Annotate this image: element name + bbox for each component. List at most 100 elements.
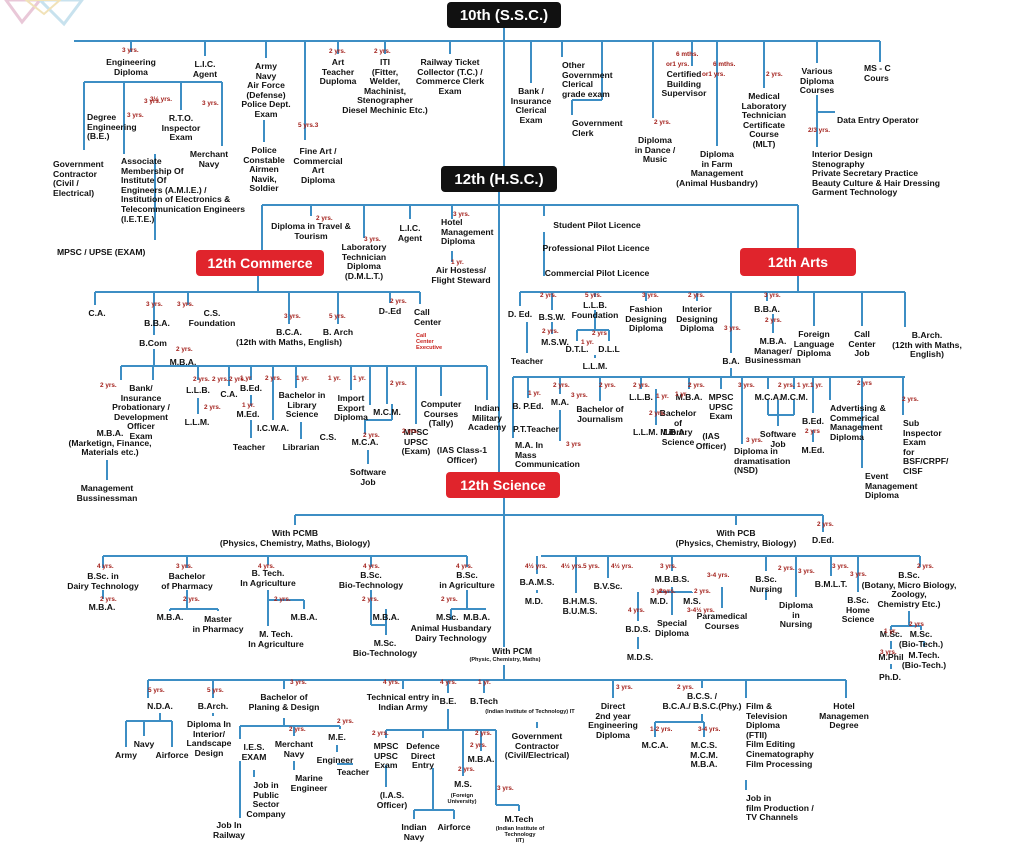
career-node: With PCM [491,646,533,656]
duration-label: 2 yrs. [390,380,407,387]
duration-label: 1 yr. [353,375,366,382]
career-node: Air Hostess/ Flight Steward [431,265,491,285]
duration-label: 1 yr [240,375,252,382]
career-node: Bachelor of Pharmacy [161,571,213,591]
career-node: Master in Pharmacy [192,614,244,634]
career-node: Army Navy Air Force (Defense) Police Dep… [241,61,291,119]
career-node: Diploma in Farm Management (Animal Husba… [676,149,758,188]
career-node: B.Ed. [802,416,824,426]
career-node: M.C.S. M.C.M. M.B.A. [690,740,718,770]
career-node: M.D. [524,596,544,606]
career-node: Film & Television Diploma (FTII) Film Ed… [746,701,814,769]
career-node: D-.Ed [378,306,402,316]
career-node: M.Sc. M.B.A. [436,612,490,622]
career-node: Bachelor of Planing & Design [248,692,320,712]
career-node: C.A. [220,389,238,399]
career-node: C.S. [319,432,337,442]
career-node: Event Management Diploma [865,471,918,501]
duration-label: 3½ yrs. [150,96,173,103]
career-node: Railway Ticket Collector (T.C.) / Commer… [415,57,485,96]
career-node: L.L.M. [184,417,210,427]
career-node: Technical entry in Indian Army [366,692,440,712]
career-node: L.L.M. [582,361,608,371]
career-node: M.Phil [878,652,904,662]
duration-label: 2 yrs. [229,376,246,383]
duration-label: 2 yrs. [458,766,475,773]
career-node: L.L.B. [186,385,210,395]
career-node: B.V.Sc. [593,581,623,591]
career-node: (Physic, Chemistry, Maths) [469,657,541,663]
duration-label: 2 yrs. [363,432,380,439]
career-node: Associate Membership Of Institute Of Eng… [121,156,246,224]
career-node: B. Tech. In Agriculture [240,568,296,588]
duration-label: 2 yrs. [902,396,919,403]
career-node: D.T.L. [565,344,589,354]
career-node: (IAS Class-1 Officer) [436,445,488,465]
career-node: N.D.A. [147,701,173,711]
duration-label: 1-2 yrs. [650,726,673,733]
duration-label: 3 yrs. [746,437,763,444]
career-node: L.I.C. Agent [397,223,423,243]
duration-label: 2 yrs. [654,119,671,126]
career-node: (Indian Institute of Technology) IT [485,709,575,715]
duration-label: 3-4 yrs. [698,726,721,733]
career-node: Government Clerk [572,118,623,138]
duration-label: 3 yrs. [798,568,815,575]
duration-label: 1 yr. [656,393,669,400]
career-node: Airforce [155,750,189,760]
career-node: M.B.A. [88,602,116,612]
duration-label: 1 yr. [810,382,823,389]
career-node: Defence Direct Entry [406,741,440,771]
career-node: Bank / Insurance Clerical Exam [510,86,552,125]
duration-label: 3 yrs. [202,100,219,107]
career-node: M.B.A. Manager/ Businessman [745,336,801,366]
duration-label: 5 yrs. [329,313,346,320]
career-node: (IAS Officer) [695,431,727,451]
career-node: Airforce [437,822,471,832]
duration-label: 1 yr. [581,339,594,346]
career-node: M. Tech. In Agriculture [248,629,304,649]
career-node: Special Diploma [655,618,689,638]
career-node: Hotel Managemen Degree [819,701,869,731]
career-node: Job in Public Sector Company [246,780,286,819]
career-node: M.C.M. [373,407,401,417]
career-node: Sub Inspector Exam for BSF/CRPF/ CISF [903,418,949,476]
career-node: Interior Design Stenography Private Secr… [812,149,940,198]
career-node: Computer Courses (Tally) [420,399,462,429]
career-node: With PCB (Physics, Chemistry, Biology) [675,528,797,548]
duration-label: 2 yrs. [316,215,333,222]
career-node: B.Sc. Home Science [841,595,875,625]
duration-label: 2 yrs. [176,346,193,353]
duration-label: 2 yrs. [778,382,795,389]
duration-label: 4 yrs. [97,563,114,570]
career-node: MPSC UPSC Exam [373,741,399,771]
duration-label: 1 yr. [451,259,464,266]
duration-label: 2 yrs. [402,428,419,435]
career-node: B.C.A. (12th with Maths, English) [236,327,342,347]
career-node: Degree Engineering (B.E.) [87,112,137,142]
career-node: M.Tech [504,814,534,824]
duration-label: 2 yrs. [193,376,210,383]
career-node: B.Sc. (Botany, Micro Biology, Zoology, C… [861,570,957,609]
career-node: Bachelor in Library Science [278,390,326,420]
career-node: B.H.M.S. B.U.M.S. [562,596,598,616]
duration-label: 3 yrs. [146,301,163,308]
stage-header-harts: 12th Arts [740,248,856,276]
career-node: Government Contractor (Civil/Electrical) [504,731,570,761]
career-node: Hotel Management Diploma [441,217,494,247]
duration-label: 3 yrs. [127,112,144,119]
career-node: Student Pilot Licence [553,220,641,230]
career-node: Indian Navy [401,822,427,842]
career-node: Government Contractor (Civil / Electrica… [53,159,104,198]
duration-label: 3 yrs. [660,563,677,570]
career-node: ITI (Fitter, Welder, Machinist, Stenogra… [342,57,428,115]
career-node: Call Center [414,307,442,327]
duration-label: 2 yrs. [599,382,616,389]
career-node: M.B.A. [156,612,184,622]
duration-label: 2 yrs [805,428,820,435]
duration-label: 1 yr. [242,402,255,409]
duration-label: 5 yrs. [207,687,224,694]
career-node: M.A. [550,397,570,407]
duration-label: 6 mths. [713,61,736,68]
